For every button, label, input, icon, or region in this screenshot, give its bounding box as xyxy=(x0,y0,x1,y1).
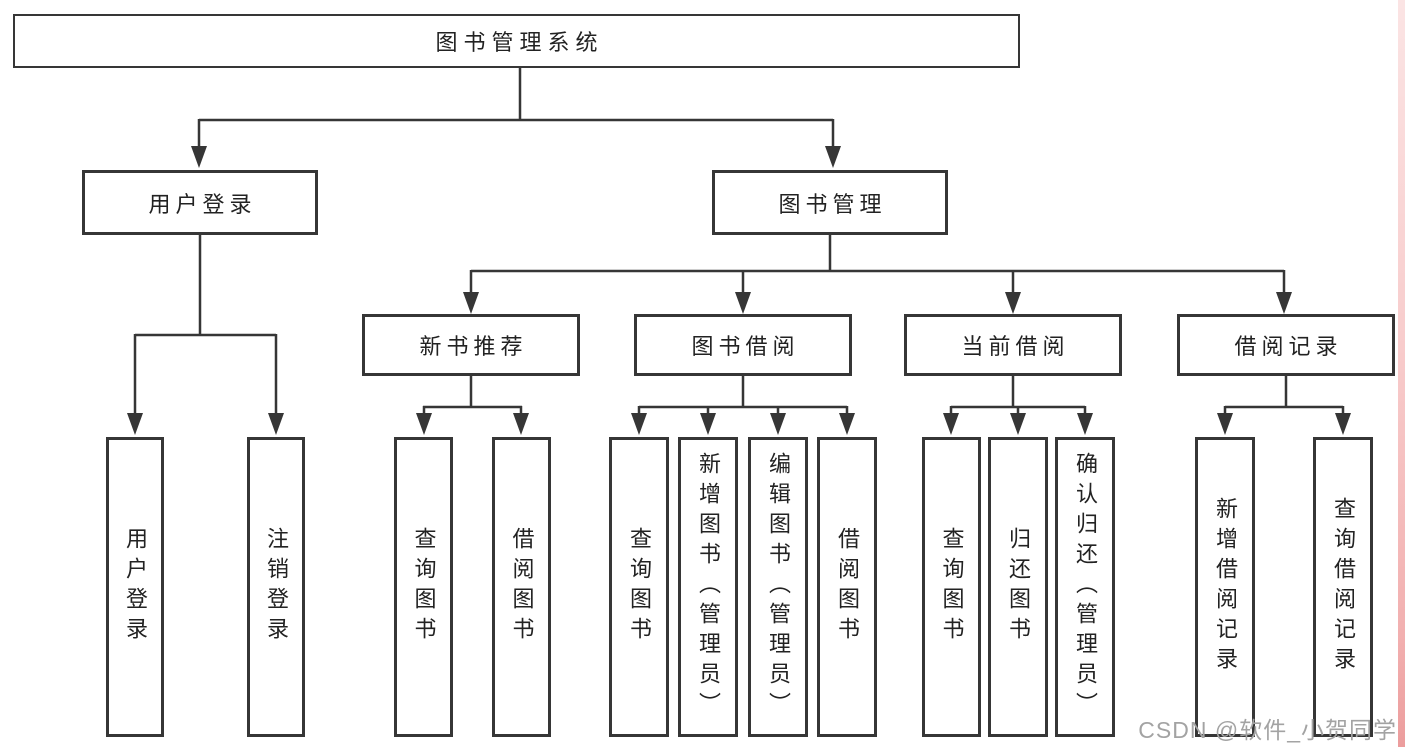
leaf-return-books: 归还图书 xyxy=(988,437,1048,737)
leaf-label: 注销登录 xyxy=(264,527,289,647)
leaf-add-borrow-record: 新增借阅记录 xyxy=(1195,437,1255,737)
leaf-label: 查询图书 xyxy=(939,527,965,647)
leaf-label: 归还图书 xyxy=(1006,527,1031,647)
leaf-edit-books-admin: 编辑图书（管理员） xyxy=(748,437,808,737)
leaf-label: 新增借阅记录 xyxy=(1213,497,1238,677)
csdn-watermark: CSDN @软件_小贺同学 xyxy=(1138,717,1397,743)
node-current-borrow: 当前借阅 xyxy=(904,314,1122,376)
leaf-logout: 注销登录 xyxy=(247,437,305,737)
node-root-system: 图书管理系统 xyxy=(13,14,1020,68)
node-book-management: 图书管理 xyxy=(712,170,948,235)
leaf-query-borrow-record: 查询借阅记录 xyxy=(1313,437,1373,737)
leaf-label: 借阅图书 xyxy=(509,527,535,647)
leaf-label: 借阅图书 xyxy=(835,527,860,647)
node-new-book-recommend: 新书推荐 xyxy=(362,314,580,376)
right-edge-strip xyxy=(1398,0,1405,747)
leaf-borrow-books: 借阅图书 xyxy=(817,437,877,737)
leaf-label: 查询图书 xyxy=(411,527,437,647)
node-borrow-records: 借阅记录 xyxy=(1177,314,1395,376)
leaf-label: 确认归还（管理员） xyxy=(1073,452,1098,722)
leaf-confirm-return-admin: 确认归还（管理员） xyxy=(1055,437,1115,737)
node-user-login: 用户登录 xyxy=(82,170,318,235)
leaf-user-login: 用户登录 xyxy=(106,437,164,737)
leaf-query-books-current: 查询图书 xyxy=(922,437,981,737)
leaf-label: 用户登录 xyxy=(123,527,148,647)
leaf-label: 查询图书 xyxy=(627,527,652,647)
leaf-label: 编辑图书（管理员） xyxy=(766,452,791,722)
leaf-borrow-books-recommend: 借阅图书 xyxy=(492,437,551,737)
leaf-query-books-borrow: 查询图书 xyxy=(609,437,669,737)
leaf-query-books-recommend: 查询图书 xyxy=(394,437,453,737)
node-book-borrow: 图书借阅 xyxy=(634,314,852,376)
leaf-label: 查询借阅记录 xyxy=(1331,497,1356,677)
leaf-add-books-admin: 新增图书（管理员） xyxy=(678,437,738,737)
leaf-label: 新增图书（管理员） xyxy=(696,452,721,722)
